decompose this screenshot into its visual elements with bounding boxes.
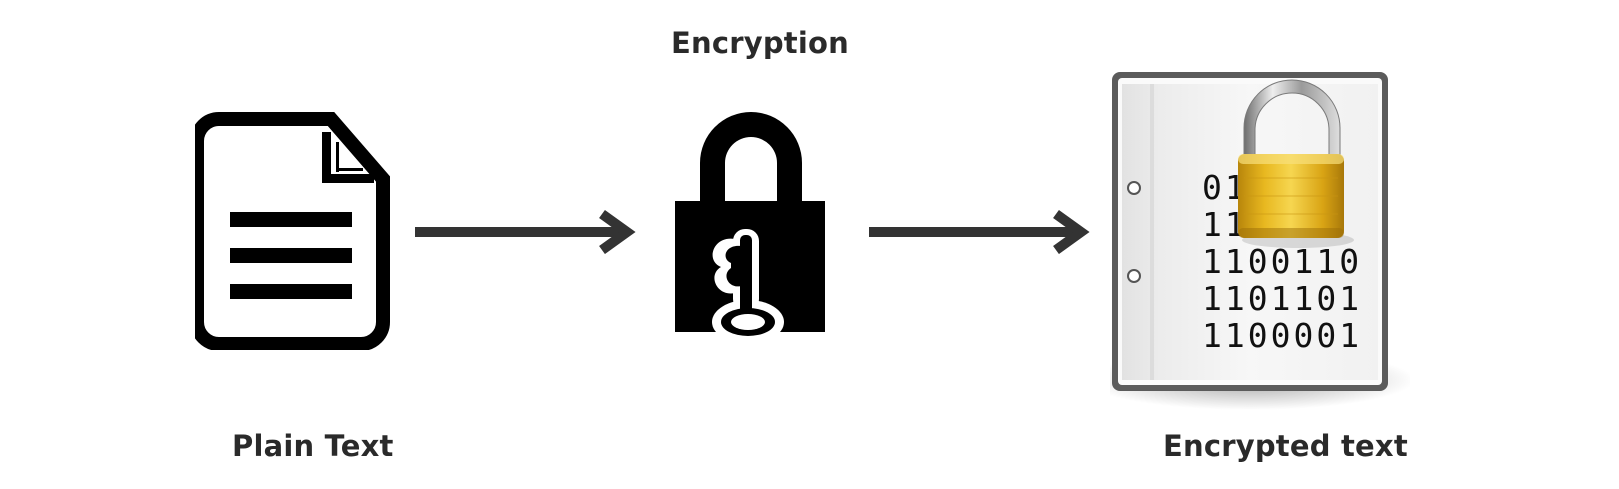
binary-line: 1100001 [1202, 316, 1363, 355]
binary-line: 1100110 [1202, 242, 1363, 281]
encrypted-text-label: Encrypted text [1163, 429, 1408, 463]
gold-padlock-icon [1238, 154, 1354, 248]
padlock-key-icon [675, 112, 825, 344]
arrow-right-icon [869, 209, 1090, 254]
arrow-right-icon [415, 209, 636, 254]
document-icon [195, 112, 390, 350]
binary-line: 1101101 [1202, 279, 1363, 318]
encryption-label: Encryption [671, 26, 849, 60]
plain-text-label: Plain Text [232, 429, 394, 463]
encrypted-file-icon: 010 111 1100110 1101101 1100001 [1110, 68, 1410, 418]
